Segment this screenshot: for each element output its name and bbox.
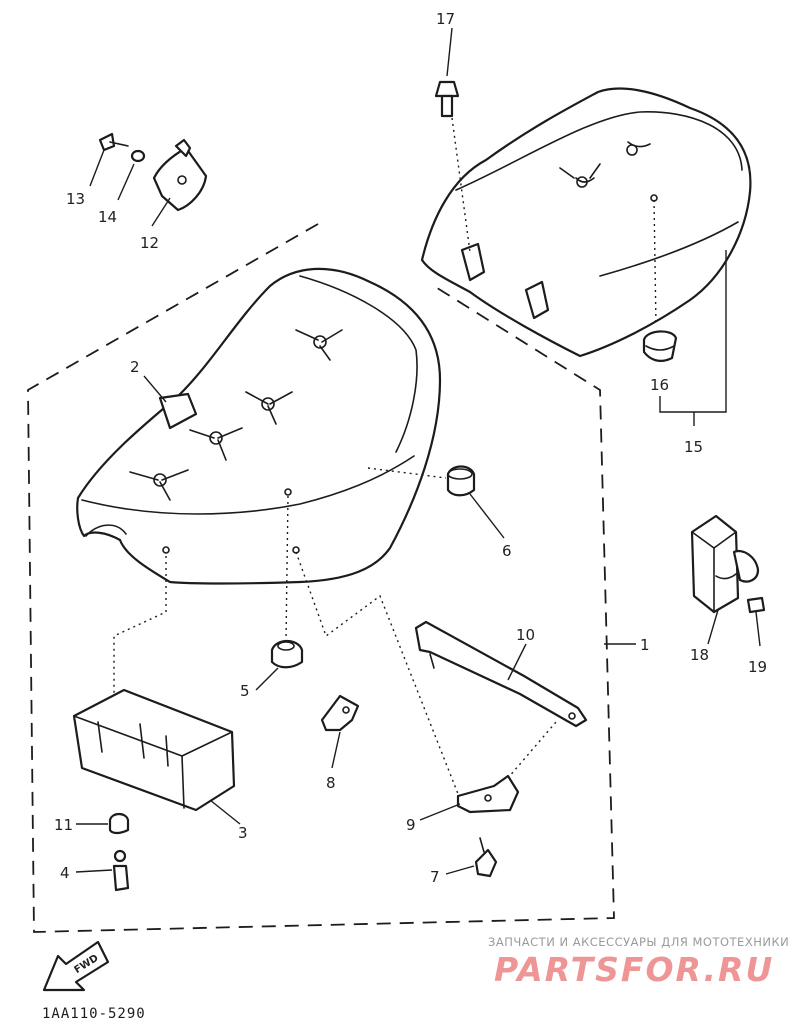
- leader-18-label: [707, 609, 719, 645]
- align-9: [295, 551, 463, 805]
- part-ref-7: 7: [430, 868, 440, 886]
- leader-3-label: [209, 799, 241, 825]
- seat-lock-18: [690, 514, 760, 614]
- part-ref-5: 5: [240, 682, 250, 700]
- screw-7: [474, 837, 498, 878]
- part-ref-17: 17: [436, 10, 455, 28]
- leader-7-label: [445, 865, 475, 875]
- storage-tray-3: [72, 688, 236, 812]
- screw-4: [112, 849, 130, 892]
- leader-2-label: [143, 375, 167, 403]
- bracket-12: [152, 138, 208, 212]
- part-ref-10: 10: [516, 626, 535, 644]
- fwd-arrow-icon: FWD: [42, 940, 110, 992]
- screw-19: [746, 596, 766, 614]
- stay-10: [414, 620, 588, 728]
- leader-17-label: [446, 27, 453, 77]
- drawing-number: 1AA110-5290: [42, 1006, 146, 1022]
- part-ref-12: 12: [140, 234, 159, 252]
- part-ref-18: 18: [690, 646, 709, 664]
- leader-14-label: [117, 163, 135, 201]
- leader-12-label: [151, 197, 171, 227]
- bracket-15: [659, 250, 727, 413]
- part-ref-4: 4: [60, 864, 70, 882]
- part-ref-1: 1: [640, 636, 650, 654]
- watermark-logo: PARTSFOR.RU: [494, 950, 775, 989]
- leader-13-label: [89, 149, 105, 187]
- leader-17: [451, 117, 471, 253]
- screw-13: [98, 132, 129, 152]
- align-3: [113, 556, 167, 752]
- leader-8-label: [331, 731, 341, 769]
- leader-19-label: [755, 611, 761, 647]
- damper-5: [270, 639, 304, 669]
- part-ref-8: 8: [326, 774, 336, 792]
- damper-16: [642, 330, 678, 362]
- damper-6: [446, 465, 476, 497]
- part-ref-14: 14: [98, 208, 117, 226]
- part-ref-11: 11: [54, 816, 73, 834]
- watermark-tagline: ЗАПЧАСТИ И АКСЕССУАРЫ ДЛЯ МОТОТЕХНИКИ: [488, 935, 790, 949]
- align-6: [367, 467, 447, 479]
- bracket-8: [320, 694, 360, 732]
- align-5: [285, 495, 289, 641]
- bracket-9: [456, 774, 520, 814]
- leader-9-label: [419, 803, 461, 821]
- leader-4-label: [75, 869, 113, 873]
- bolt-17: [434, 80, 460, 118]
- leader-6-label: [469, 493, 505, 539]
- rear-seat-15: [420, 87, 752, 358]
- part-ref-9: 9: [406, 816, 416, 834]
- part-ref-13: 13: [66, 190, 85, 208]
- seat-hook-2: [158, 392, 198, 430]
- main-seat: [76, 267, 442, 585]
- part-ref-3: 3: [238, 824, 248, 842]
- part-ref-16: 16: [650, 376, 669, 394]
- part-ref-6: 6: [502, 542, 512, 560]
- damper-11: [108, 812, 130, 835]
- leader-5-label: [255, 667, 279, 691]
- assembly-boundary-1: [27, 223, 615, 933]
- part-ref-19: 19: [748, 658, 767, 676]
- part-ref-15: 15: [684, 438, 703, 456]
- leader-10-label: [507, 643, 527, 681]
- part-ref-2: 2: [130, 358, 140, 376]
- washer-14: [130, 149, 146, 163]
